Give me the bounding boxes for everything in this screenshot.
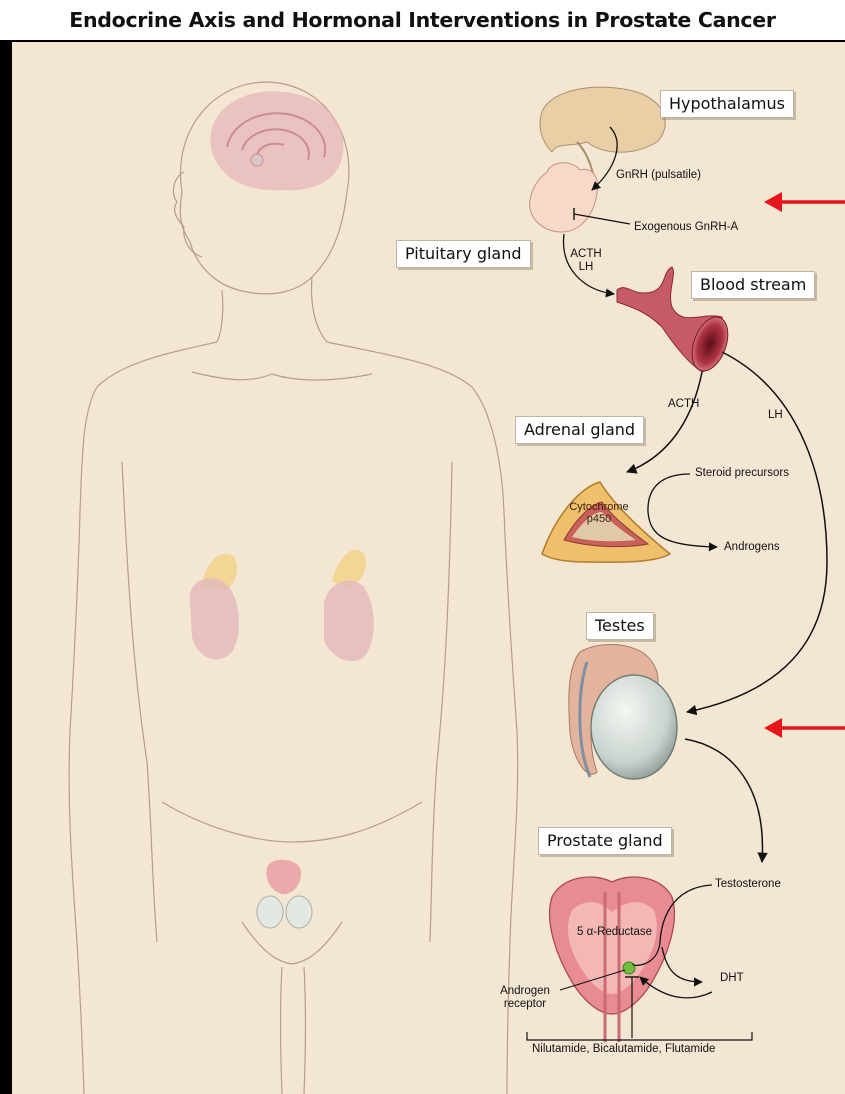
drug-bracket: [527, 1032, 752, 1040]
text-steroid: Steroid precursors: [695, 467, 789, 480]
label-adrenal: Adrenal gland: [515, 416, 644, 444]
text-dht: DHT: [720, 972, 744, 985]
title-bar: Endocrine Axis and Hormonal Intervention…: [0, 0, 845, 40]
label-hypothalamus: Hypothalamus: [660, 90, 794, 118]
text-receptor-1: Androgen: [490, 985, 560, 998]
inner-arm-right: [430, 462, 452, 942]
illustration-svg: [12, 42, 845, 1094]
text-receptor-2: receptor: [490, 998, 560, 1011]
text-lh-top: LH: [568, 261, 604, 274]
text-testosterone: Testosterone: [715, 878, 781, 891]
groin: [242, 922, 342, 964]
body-prostate-testes: [257, 860, 312, 928]
illustration-panel: Hypothalamus Pituitary gland Blood strea…: [12, 42, 845, 1094]
label-pituitary: Pituitary gland: [396, 240, 531, 268]
label-prostate: Prostate gland: [538, 827, 672, 855]
text-gnrh: GnRH (pulsatile): [616, 169, 701, 182]
text-p450: p450: [564, 513, 634, 526]
text-reductase: 5 α-Reductase: [577, 926, 652, 939]
neck: [217, 277, 327, 342]
body-sketch: [69, 82, 518, 1094]
steroid-arrow: [648, 474, 717, 547]
text-drugs: Nilutamide, Bicalutamide, Flutamide: [532, 1043, 715, 1056]
brain: [210, 91, 343, 190]
torso-left: [69, 342, 217, 1094]
testis-organ: [569, 645, 677, 780]
legs: [281, 967, 306, 1094]
pelvis-line: [162, 802, 422, 842]
label-testes: Testes: [586, 612, 654, 640]
prostate-organ: [550, 877, 675, 1042]
body-kidneys: [190, 550, 374, 661]
lh-arrow: [687, 352, 827, 712]
collarbone: [192, 372, 372, 380]
torso-right: [327, 342, 518, 1094]
text-acth-top: ACTH: [568, 248, 604, 261]
figure-title: Endocrine Axis and Hormonal Intervention…: [69, 8, 775, 32]
red-arrow-icon: [764, 192, 845, 212]
text-acth: ACTH: [668, 398, 699, 411]
face-profile: [173, 172, 202, 257]
dht-arrow: [662, 947, 702, 982]
testosterone-arrow: [685, 739, 762, 862]
red-arrow-icon: [764, 718, 845, 738]
pituitary-organ: [530, 163, 598, 232]
inner-arm-left: [122, 462, 157, 942]
text-lh: LH: [768, 409, 783, 422]
text-exogenous: Exogenous GnRH-A: [634, 221, 738, 234]
label-blood-stream: Blood stream: [691, 271, 815, 299]
text-androgens: Androgens: [724, 541, 780, 554]
